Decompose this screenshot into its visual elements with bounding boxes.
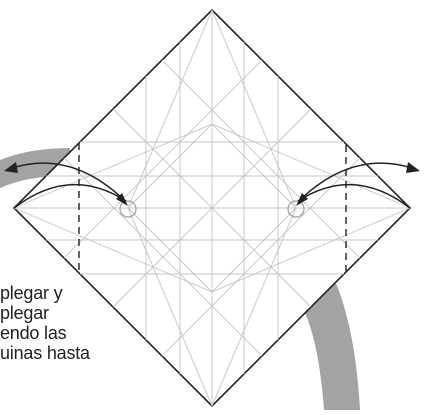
- background-band-upper: [0, 148, 70, 188]
- left-reference-point: [119, 200, 137, 218]
- instruction-line: plegar y: [0, 283, 63, 303]
- right-fold-arrow-head-out: [406, 162, 420, 173]
- left-fold-arrow-head-out: [4, 162, 18, 173]
- right-fold-arrow-unfold: [301, 162, 413, 199]
- instruction-line: uinas hasta: [0, 343, 90, 363]
- crease-pattern: [13, 9, 411, 407]
- instruction-text: plegar y plegar endo las uinas hasta: [0, 283, 175, 363]
- instruction-line: plegar: [0, 303, 49, 323]
- left-fold-arrow-unfold: [11, 162, 123, 199]
- right-reference-point: [287, 200, 305, 218]
- instruction-line: endo las: [0, 323, 67, 343]
- left-fold-arrow-to-point: [13, 183, 127, 209]
- right-fold-arrow-to-point: [297, 183, 411, 209]
